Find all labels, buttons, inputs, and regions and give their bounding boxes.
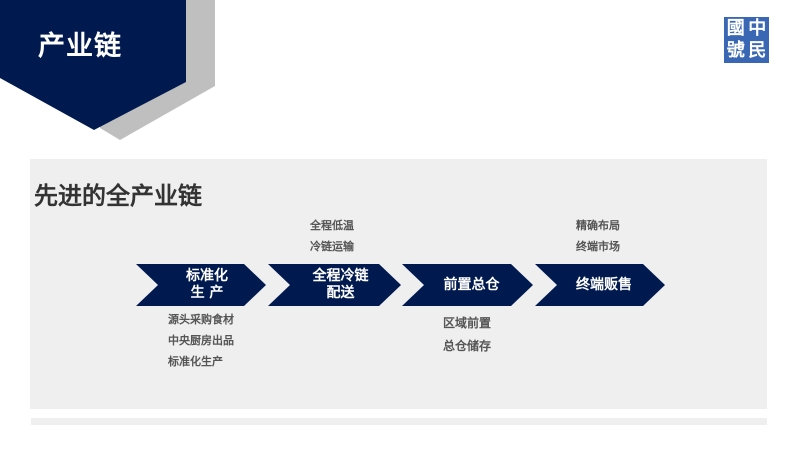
note-item: 精确布局 — [576, 219, 620, 232]
logo-char: 國 — [726, 18, 745, 39]
note-item: 源头采购食材 — [168, 313, 234, 326]
chevron-arrow-icon — [136, 264, 266, 306]
step-label: 配送 — [326, 285, 355, 301]
step-label: 全程冷链 — [312, 268, 369, 284]
step-label: 标准化 — [186, 268, 228, 284]
step-label: 生 产 — [190, 285, 224, 301]
brand-logo: 國 中 號 民 — [724, 17, 769, 63]
page-title: 产业链 — [38, 31, 122, 62]
logo-char: 中 — [748, 18, 767, 39]
logo-char: 民 — [748, 40, 767, 61]
chain-step-production: 标准化 生 产 — [136, 264, 266, 306]
notes-retail: 精确布局 终端市场 — [576, 215, 620, 257]
step-label: 终端贩售 — [576, 276, 632, 293]
note-item: 总仓储存 — [443, 339, 492, 353]
note-item: 中央厨房出品 — [168, 334, 234, 347]
chevron-arrow-icon — [402, 264, 533, 306]
notes-cold-chain: 全程低温 冷链运输 — [310, 215, 354, 257]
note-item: 终端市场 — [576, 240, 620, 253]
chevron-arrow-icon — [268, 264, 401, 306]
note-item: 标准化生产 — [168, 355, 223, 368]
footer-strip — [31, 418, 767, 425]
banner-shape — [0, 0, 215, 140]
note-item: 冷链运输 — [310, 240, 354, 253]
chain-step-cold-chain: 全程冷链 配送 — [268, 264, 401, 306]
chain-step-warehouse: 前置总仓 — [402, 264, 533, 306]
chain-step-retail: 终端贩售 — [535, 264, 665, 306]
notes-warehouse: 区域前置 总仓储存 — [443, 312, 491, 358]
section-title: 先进的全产业链 — [34, 182, 202, 210]
note-item: 全程低温 — [310, 219, 354, 232]
logo-char: 號 — [726, 40, 745, 61]
step-label: 前置总仓 — [443, 276, 500, 293]
header-banner: 产业链 — [0, 0, 220, 145]
notes-production: 源头采购食材 中央厨房出品 标准化生产 — [168, 309, 234, 372]
note-item: 区域前置 — [443, 316, 492, 330]
chevron-arrow-icon — [535, 264, 665, 306]
